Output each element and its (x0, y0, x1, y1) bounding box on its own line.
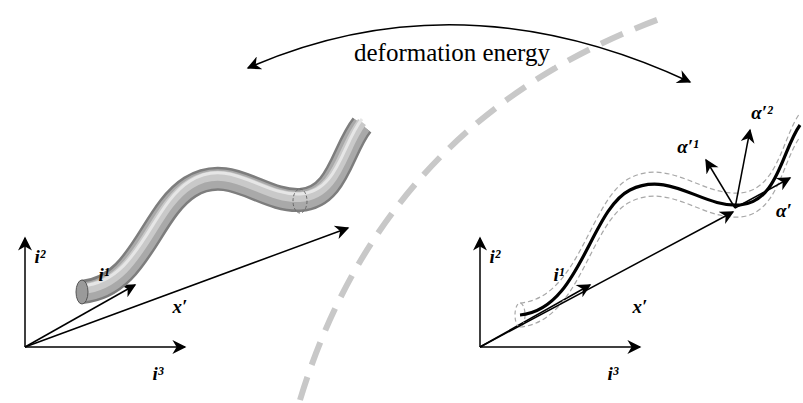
director-label: α′² (751, 103, 773, 122)
director-label: α′¹ (677, 137, 699, 156)
double-arrow (248, 25, 690, 82)
vector-label: x′ (633, 297, 648, 316)
director-label: α′ (776, 201, 792, 220)
axis-label: i¹ (99, 265, 110, 284)
axis-label: i³ (153, 364, 164, 383)
directors (706, 130, 790, 208)
diagram-title: deformation energy (350, 39, 554, 66)
position-vector (25, 228, 348, 347)
position-vector (480, 212, 733, 347)
separator-curve (300, 18, 662, 400)
centerline (515, 113, 800, 327)
vector-label: x′ (173, 297, 188, 316)
axis-label: i² (490, 247, 501, 266)
axis-label: i³ (608, 364, 619, 383)
axis-label: i² (35, 247, 46, 266)
axis-label: i¹ (554, 265, 565, 284)
